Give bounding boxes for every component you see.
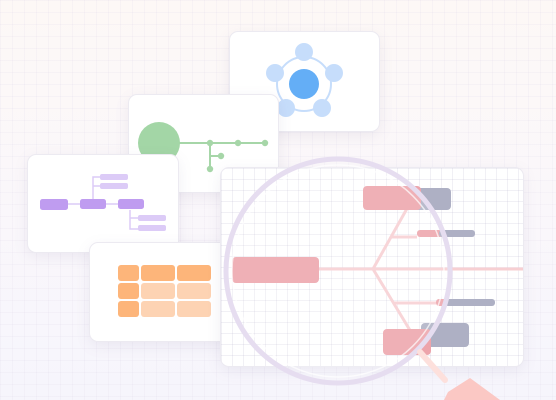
tree-root-node [138,122,180,164]
tree-branch-icon [138,122,269,173]
table-grid-card [89,242,241,342]
radial-node [325,64,343,82]
radial-center-node [289,69,319,99]
fishbone-diagram-card [220,167,524,367]
radial-node [313,99,331,117]
fishbone-icon [232,186,523,355]
radial-node [295,43,313,61]
radial-node [277,99,295,117]
org-chart-card [27,154,179,253]
radial-node [266,64,284,82]
table-grid-icon [118,265,211,317]
radial-network-icon [266,43,343,117]
org-chart-icon [40,174,166,231]
